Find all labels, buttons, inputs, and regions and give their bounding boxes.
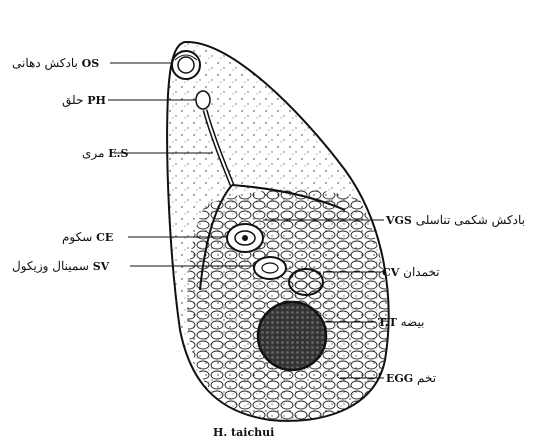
label-es-text: مری [82,146,104,160]
label-es-code: E.S [108,147,128,160]
label-ce-text: سکوم [62,230,92,244]
label-ph-code: PH [87,94,106,107]
label-vgs-text: بادکش شکمی تناسلی [416,213,525,227]
label-os-code: OS [82,57,100,70]
figure-caption: H. taichui [213,426,274,439]
label-cv-code: CV [382,266,399,279]
seminal-vesicle [254,257,286,279]
testis [258,302,326,370]
label-egg-code: EGG [386,372,413,385]
label-vgs: VGS بادکش شکمی تناسلی [386,213,525,228]
label-tt: T.T بیضه [378,315,424,330]
label-es: مری E.S [82,146,128,161]
label-cv-text: تخمدان [403,265,439,279]
label-sv-code: SV [93,260,109,273]
label-egg-text: تخم [417,371,436,385]
label-vgs-code: VGS [386,214,412,227]
label-ph: حلق PH [62,93,106,108]
label-egg: EGG تخم [386,371,436,386]
label-tt-text: بیضه [401,315,425,329]
label-sv: سمینال وزیکول SV [12,259,109,274]
label-os-text: بادکش دهانی [12,56,78,70]
label-tt-code: T.T [378,316,397,329]
label-sv-text: سمینال وزیکول [12,259,89,273]
label-os: بادکش دهانی OS [12,56,99,71]
label-ce: سکوم CE [62,230,113,245]
label-cv: CV تخمدان [382,265,440,280]
label-ce-code: CE [96,231,113,244]
ovary [289,269,323,295]
pharynx [196,91,210,109]
label-ph-text: حلق [62,93,83,107]
